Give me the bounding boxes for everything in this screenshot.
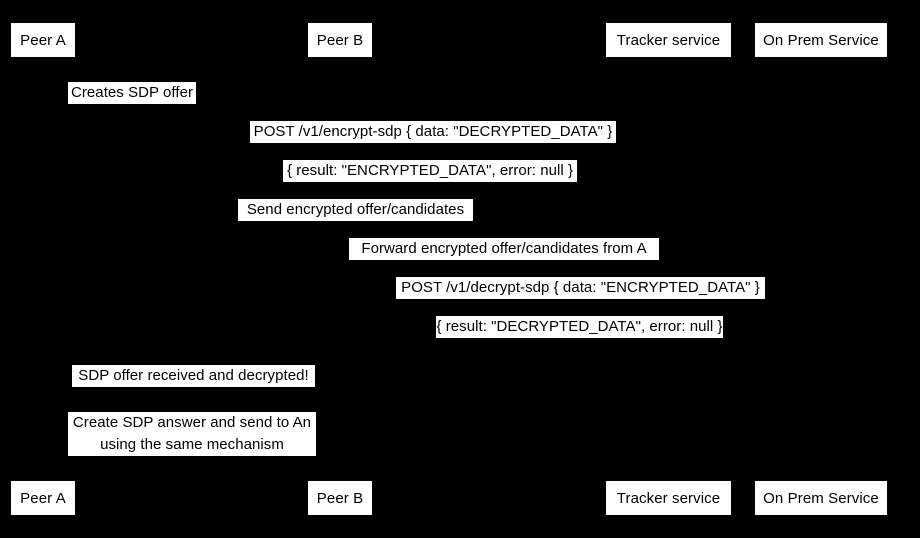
- lifeline-footer-peer-b-label: Peer B: [316, 489, 364, 507]
- lifeline-footer-peer-a-label: Peer A: [20, 489, 66, 507]
- message-label-forward-encrypted-offer[interactable]: Forward encrypted offer/candidates from …: [349, 238, 659, 260]
- lifeline-stem-peer-b: [340, 58, 341, 480]
- arrow-decrypt-sdp-result: [340, 339, 821, 340]
- arrow-forward-encrypted-offer: [340, 261, 668, 262]
- arrow-head-forward-encrypted-offer: [340, 258, 348, 266]
- lifeline-stem-tracker: [668, 58, 669, 480]
- arrow-head-post-encrypt-sdp: [813, 141, 821, 149]
- lifeline-stem-peer-a: [43, 58, 44, 480]
- arrow-post-decrypt-sdp: [340, 300, 821, 301]
- lifeline-footer-on-prem-service[interactable]: On Prem Service: [754, 480, 888, 516]
- lifeline-footer-tracker-service-label: Tracker service: [616, 489, 721, 507]
- message-label-create-sdp-answer-line-2: using the same mechanism: [100, 436, 284, 453]
- message-label-decrypt-sdp-result[interactable]: { result: "DECRYPTED_DATA", error: null …: [436, 316, 723, 338]
- arrow-head-send-encrypted-offer: [660, 219, 668, 227]
- lifeline-stem-on-prem: [821, 58, 822, 480]
- lifeline-header-peer-a[interactable]: Peer A: [10, 22, 76, 58]
- lifeline-header-on-prem-service[interactable]: On Prem Service: [754, 22, 888, 58]
- arrow-head-encrypt-sdp-result: [43, 180, 51, 188]
- message-label-create-sdp-answer[interactable]: Create SDP answer and send to An using t…: [68, 412, 316, 456]
- lifeline-header-peer-b-label: Peer B: [316, 31, 364, 49]
- lifeline-footer-peer-b[interactable]: Peer B: [307, 480, 373, 516]
- message-label-creates-sdp-offer[interactable]: Creates SDP offer: [68, 82, 196, 104]
- arrow-encrypt-sdp-result: [43, 183, 821, 184]
- lifeline-footer-peer-a[interactable]: Peer A: [10, 480, 76, 516]
- arrow-head-post-decrypt-sdp: [813, 297, 821, 305]
- message-label-post-encrypt-sdp[interactable]: POST /v1/encrypt-sdp { data: "DECRYPTED_…: [250, 121, 616, 143]
- lifeline-footer-on-prem-service-label: On Prem Service: [763, 489, 879, 507]
- lifeline-header-tracker-service-label: Tracker service: [616, 31, 721, 49]
- lifeline-header-on-prem-service-label: On Prem Service: [763, 31, 879, 49]
- arrow-post-encrypt-sdp: [43, 144, 821, 145]
- lifeline-header-peer-a-label: Peer A: [20, 31, 66, 49]
- lifeline-header-tracker-service[interactable]: Tracker service: [605, 22, 732, 58]
- lifeline-header-peer-b[interactable]: Peer B: [307, 22, 373, 58]
- message-label-create-sdp-answer-line-1: Create SDP answer and send to An: [72, 414, 312, 431]
- message-label-sdp-offer-received[interactable]: SDP offer received and decrypted!: [72, 365, 315, 387]
- message-label-send-encrypted-offer[interactable]: Send encrypted offer/candidates: [238, 199, 473, 221]
- message-label-encrypt-sdp-result[interactable]: { result: "ENCRYPTED_DATA", error: null …: [283, 160, 577, 182]
- arrow-head-decrypt-sdp-result: [340, 336, 348, 344]
- lifeline-footer-tracker-service[interactable]: Tracker service: [605, 480, 732, 516]
- arrow-send-encrypted-offer: [43, 222, 668, 223]
- message-label-post-decrypt-sdp[interactable]: POST /v1/decrypt-sdp { data: "ENCRYPTED_…: [396, 277, 765, 299]
